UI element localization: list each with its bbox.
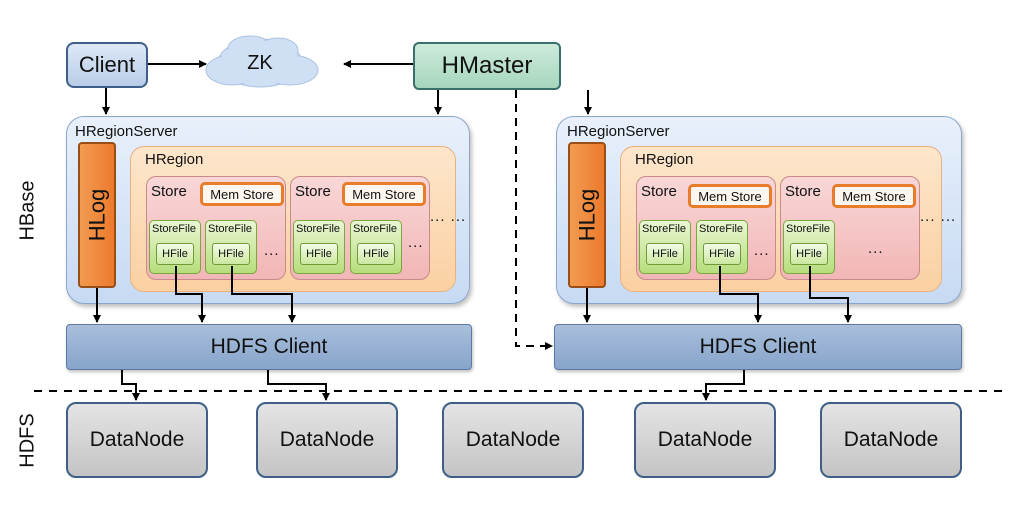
memstore-right-2: Mem Store [832,184,916,208]
storefile-label: StoreFile [699,223,744,235]
datanode-4: DataNode [634,402,776,478]
memstore-left-2: Mem Store [342,182,426,206]
ellipsis: ... ... [430,208,467,225]
hfile-box: HFile [646,243,684,265]
zk-label: ZK [247,51,273,74]
hlog-right: HLog [568,142,606,288]
hregion-label: HRegion [635,151,694,168]
hbase-section-label: HBase [16,179,39,241]
hdfs-left-dn1-arrow [121,370,140,401]
hfile-box: HFile [156,243,194,265]
hfile-box: HFile [357,243,395,265]
hdfs-right-dn4-arrow [702,370,745,401]
storefile-left-2a: StoreFile HFile [293,220,345,274]
storefile-right-1a: StoreFile HFile [639,220,691,274]
datanode-2: DataNode [256,402,398,478]
hdfs-client-right: HDFS Client [554,324,962,370]
storefile-right-1b: StoreFile HFile [696,220,748,274]
hlog-label: HLog [84,188,109,242]
storefile-label: StoreFile [152,223,197,235]
hlog-left: HLog [78,142,116,288]
storefile-label: StoreFile [208,223,253,235]
store-label: Store [295,183,331,200]
hfile-box: HFile [212,243,250,265]
hdfs-section-label: HDFS [16,412,39,468]
hregionserver-label: HRegionServer [567,123,670,140]
store-label: Store [151,183,187,200]
hmaster-label: HMaster [441,52,533,79]
memstore-left-1: Mem Store [200,182,284,206]
client-label: Client [78,52,136,77]
hfile-box: HFile [790,243,828,265]
ellipsis: ... [754,242,770,259]
hregionserver-label: HRegionServer [75,123,178,140]
memstore-right-1: Mem Store [688,184,772,208]
store-label: Store [785,183,821,200]
storefile-label: StoreFile [296,223,341,235]
hregion-label: HRegion [145,151,204,168]
hdfs-left-dn2-arrow [267,370,330,401]
storefile-label: StoreFile [642,223,687,235]
storefile-left-1b: StoreFile HFile [205,220,257,274]
hfile-box: HFile [300,243,338,265]
hmaster-box: HMaster [413,42,561,90]
storefile-label: StoreFile [786,223,831,235]
storefile-label: StoreFile [353,223,398,235]
hlog-label: HLog [574,188,599,242]
ellipsis: ... [868,240,884,257]
ellipsis: ... [264,242,280,259]
client-box: Client [66,42,148,88]
datanode-5: DataNode [820,402,962,478]
ellipsis: ... [408,234,424,251]
storefile-left-1a: StoreFile HFile [149,220,201,274]
hdfs-client-left: HDFS Client [66,324,472,370]
datanode-1: DataNode [66,402,208,478]
hfile-box: HFile [703,243,741,265]
ellipsis: ... ... [920,208,957,225]
datanode-3: DataNode [442,402,584,478]
storefile-left-2b: StoreFile HFile [350,220,402,274]
hmaster-hdfs-dashed-arrow [515,90,553,350]
store-label: Store [641,183,677,200]
storefile-right-2a: StoreFile HFile [783,220,835,274]
